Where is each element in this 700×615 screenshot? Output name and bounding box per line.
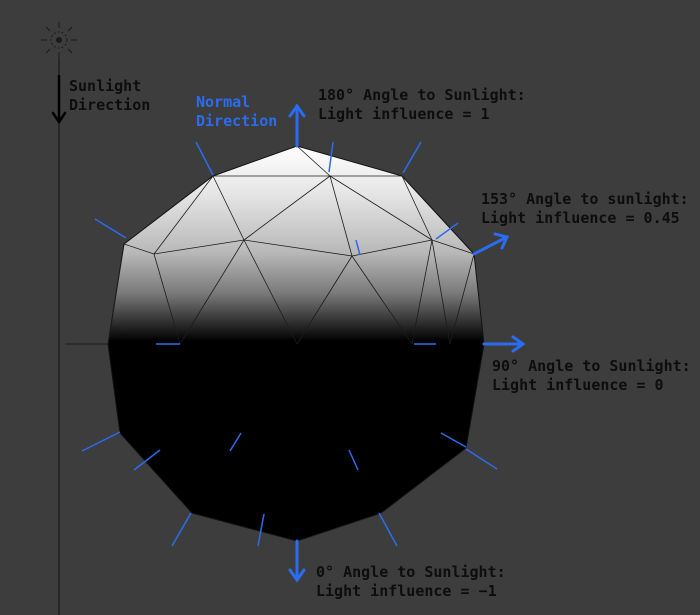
sunlight-label-line1: Sunlight (69, 77, 142, 95)
icosphere-wireframe (107, 145, 475, 345)
annotation-middle: 90° Angle to Sunlight: Light influence =… (492, 357, 691, 395)
annotation-upper: 153° Angle to sunlight: Light influence … (481, 190, 689, 228)
normal-arrow-right (482, 335, 526, 353)
annotation-top: 180° Angle to Sunlight: Light influence … (318, 86, 526, 124)
annotation-upper-angle: 153° Angle to sunlight: (481, 190, 689, 208)
annotation-middle-influence: Light influence = 0 (492, 376, 664, 394)
annotation-top-influence: Light influence = 1 (318, 105, 490, 123)
normal-direction-label: Normal Direction (196, 93, 277, 131)
normal-label-line2: Direction (196, 112, 278, 130)
sunlight-direction-label: Sunlight Direction (69, 77, 150, 115)
annotation-upper-influence: Light influence = 0.45 (481, 209, 680, 227)
annotation-bottom-influence: Light influence = −1 (316, 582, 497, 600)
annotation-bottom-angle: 0° Angle to Sunlight: (316, 563, 506, 581)
normal-label-line1: Normal (196, 93, 251, 111)
normal-arrow-bottom (288, 539, 306, 583)
sunlight-direction-arrow (51, 74, 67, 125)
sun-lamp-icon (41, 22, 77, 58)
annotation-bottom: 0° Angle to Sunlight: Light influence = … (316, 563, 506, 601)
annotation-top-angle: 180° Angle to Sunlight: (318, 86, 526, 104)
annotation-middle-angle: 90° Angle to Sunlight: (492, 357, 691, 375)
sunlight-label-line2: Direction (69, 96, 151, 114)
face-normals (81, 141, 498, 547)
normal-arrow-top (288, 103, 306, 148)
normal-arrow-upper-right (472, 232, 510, 256)
